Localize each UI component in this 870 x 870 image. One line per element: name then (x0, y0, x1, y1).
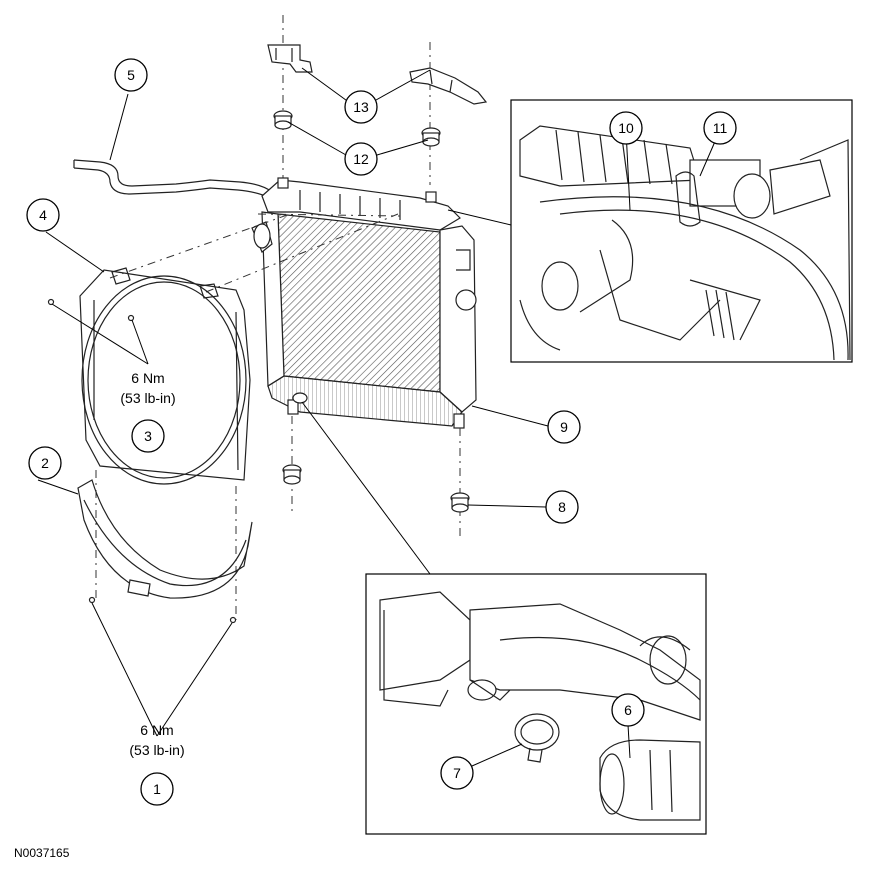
upper-isolator-left (273, 110, 293, 130)
callout-10: 10 (609, 111, 643, 145)
diagram-reference-id: N0037165 (14, 846, 70, 860)
callout-3: 3 (131, 419, 165, 453)
svg-text:10: 10 (618, 120, 634, 136)
svg-text:3: 3 (144, 428, 152, 444)
overflow-hose (73, 159, 273, 199)
svg-text:11: 11 (713, 120, 728, 136)
callout-4: 4 (26, 198, 60, 232)
align-line-3 (257, 213, 401, 217)
svg-text:(53 lb-in): (53 lb-in) (129, 742, 184, 758)
svg-text:9: 9 (560, 419, 568, 435)
callout-13: 13 (344, 90, 378, 124)
lower-isolator-left (282, 416, 302, 515)
callout-1: 1 (140, 772, 174, 806)
callout-9: 9 (547, 410, 581, 444)
svg-text:13: 13 (353, 99, 369, 115)
callout-6: 6 (611, 693, 645, 727)
lower-isolator-right (450, 428, 470, 540)
svg-text:5: 5 (127, 67, 135, 83)
upper-isolator-right (421, 127, 441, 147)
svg-text:8: 8 (558, 499, 566, 515)
svg-text:7: 7 (453, 765, 461, 781)
callout-2: 2 (28, 446, 62, 480)
callout-8: 8 (545, 490, 579, 524)
torque-spec-lower: 6 Nm (53 lb-in) (129, 722, 184, 758)
lower-fan-shroud (77, 470, 253, 624)
callout-12: 12 (344, 142, 378, 176)
inset-detail-lower (365, 573, 707, 835)
inset-detail-upper (510, 99, 853, 363)
svg-text:12: 12 (353, 151, 369, 167)
radiator-assembly (251, 177, 477, 429)
svg-text:6: 6 (624, 702, 632, 718)
detail-leader-lower (301, 401, 431, 575)
upper-fan-shroud (47, 267, 251, 485)
upper-bracket-right (409, 42, 488, 185)
callout-7: 7 (440, 756, 474, 790)
svg-text:6 Nm: 6 Nm (131, 370, 164, 386)
upper-bracket-left (267, 15, 313, 178)
svg-text:1: 1 (153, 781, 161, 797)
detail-leader-upper (447, 209, 512, 226)
svg-text:6 Nm: 6 Nm (140, 722, 173, 738)
torque-spec-upper: 6 Nm (53 lb-in) (120, 370, 175, 406)
align-line-2 (205, 213, 399, 293)
svg-text:(53 lb-in): (53 lb-in) (120, 390, 175, 406)
svg-text:4: 4 (39, 207, 47, 223)
callout-5: 5 (114, 58, 148, 92)
svg-text:2: 2 (41, 455, 49, 471)
leader-lines (37, 67, 721, 767)
callout-11: 11 (703, 111, 737, 145)
